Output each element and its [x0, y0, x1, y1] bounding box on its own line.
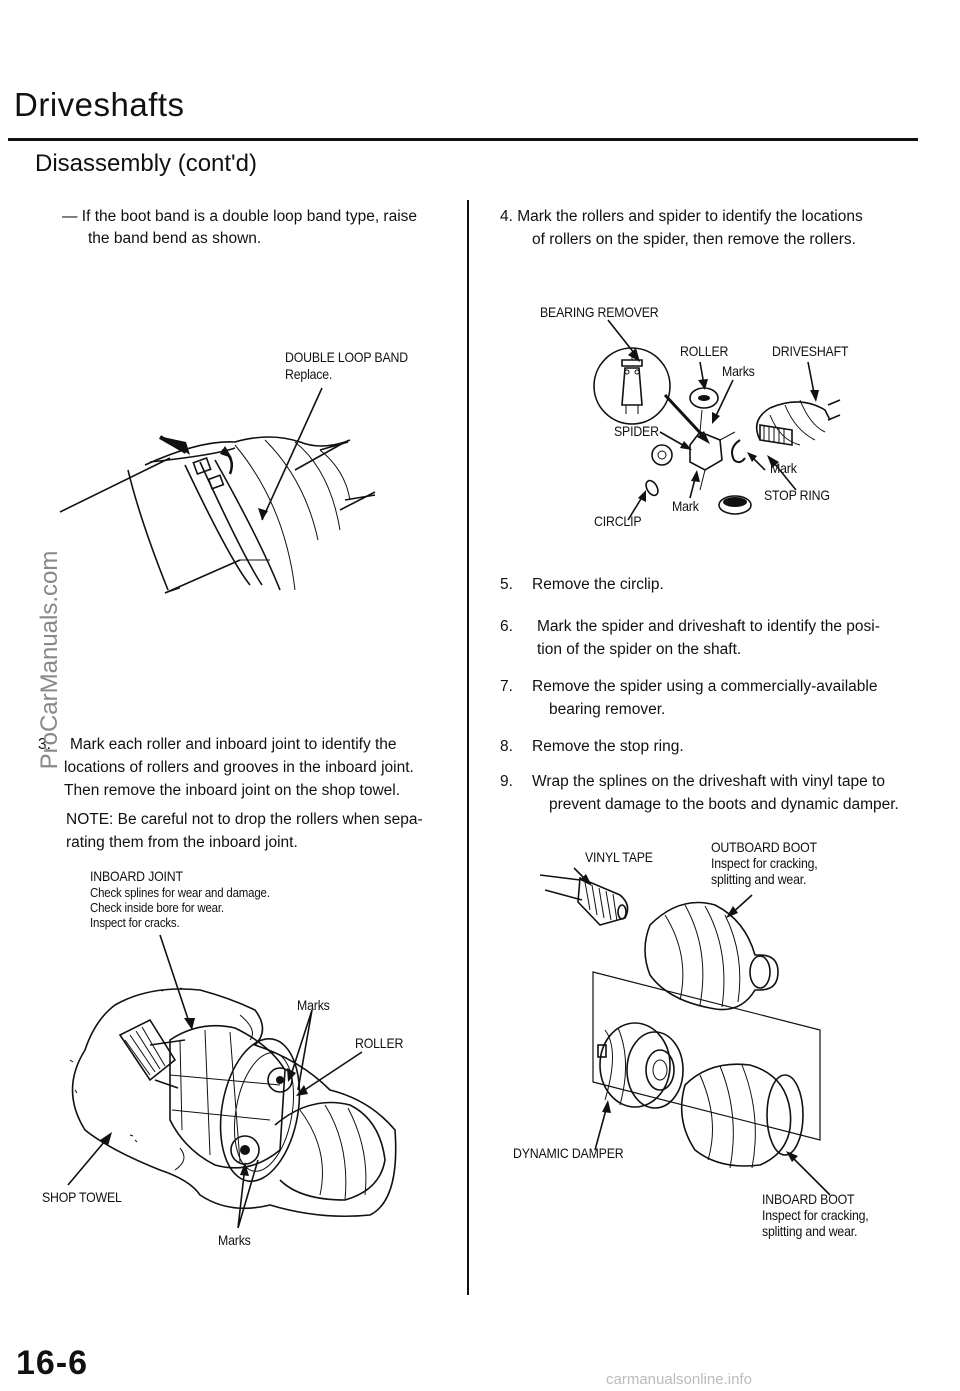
fig4-outboard-line-2: splitting and wear.	[711, 871, 807, 887]
step3-line-1: Mark each roller and inboard joint to id…	[70, 736, 397, 753]
step4-line-1: 4. Mark the rollers and spider to identi…	[500, 208, 863, 225]
note-line-2: rating them from the inboard joint.	[66, 834, 298, 851]
fig2-joint-line-1: Check splines for wear and damage.	[90, 885, 270, 900]
fig3-mark-bottom: Mark	[672, 498, 699, 514]
fig3-bearing-remover: BEARING REMOVER	[540, 304, 659, 320]
fig4-outboard-line-1: Inspect for cracking,	[711, 855, 818, 871]
step9-line-1: Wrap the splines on the driveshaft with …	[532, 773, 885, 790]
step4-line-2: of rollers on the spider, then remove th…	[532, 231, 856, 248]
spider-removal-figure	[593, 319, 841, 521]
double-loop-band-figure	[59, 387, 376, 594]
step6-number: 6.	[500, 618, 513, 635]
fig3-roller: ROLLER	[680, 343, 729, 359]
inboard-joint-figure	[67, 934, 397, 1229]
fig2-joint-line-3: Inspect for cracks.	[90, 915, 180, 930]
step7-line-2: bearing remover.	[549, 701, 666, 718]
fig4-inboard-line-1: Inspect for cracking,	[762, 1207, 869, 1223]
step8-line-1: Remove the stop ring.	[532, 738, 684, 755]
fig1-label-replace: Replace.	[285, 366, 333, 382]
footer-url[interactable]: carmanualsonline.info	[606, 1371, 752, 1388]
fig2-joint-line-2: Check inside bore for wear.	[90, 900, 224, 915]
fig2-joint-title: INBOARD JOINT	[90, 868, 183, 884]
bullet-line-1: — If the boot band is a double loop band…	[62, 208, 418, 225]
step6-line-2: tion of the spider on the shaft.	[537, 641, 742, 658]
step9-number: 9.	[500, 773, 513, 790]
fig2-marks-top: Marks	[297, 997, 330, 1013]
step5-line-1: Remove the circlip.	[532, 576, 664, 593]
bullet-line-2: the band bend as shown.	[88, 230, 262, 247]
fig4-dynamic-damper: DYNAMIC DAMPER	[513, 1145, 624, 1161]
page-title: Driveshafts	[14, 86, 185, 123]
step6-line-1: Mark the spider and driveshaft to identi…	[537, 618, 880, 635]
vinyl-tape-figure	[539, 867, 831, 1196]
fig1-label-band: DOUBLE LOOP BAND	[285, 349, 408, 365]
fig3-spider: SPIDER	[614, 423, 659, 439]
title-rule	[8, 138, 918, 141]
page-number: 16-6	[16, 1344, 89, 1382]
fig4-vinyl-tape: VINYL TAPE	[585, 849, 653, 865]
fig2-marks-bottom: Marks	[218, 1232, 251, 1248]
step3-number: 3.	[38, 736, 51, 753]
note-line-1: NOTE: Be careful not to drop the rollers…	[66, 811, 423, 828]
step8-number: 8.	[500, 738, 513, 755]
step5-number: 5.	[500, 576, 513, 593]
fig4-outboard-title: OUTBOARD BOOT	[711, 839, 817, 855]
fig4-inboard-line-2: splitting and wear.	[762, 1223, 858, 1239]
fig2-shop-towel: SHOP TOWEL	[42, 1189, 122, 1205]
fig3-driveshaft: DRIVESHAFT	[772, 343, 849, 359]
fig2-roller: ROLLER	[355, 1035, 404, 1051]
section-subtitle: Disassembly (cont'd)	[35, 150, 257, 177]
fig3-mark-right: Mark	[770, 460, 797, 476]
step3-line-3: Then remove the inboard joint on the sho…	[64, 782, 401, 799]
step3-line-2: locations of rollers and grooves in the …	[64, 759, 414, 776]
step7-number: 7.	[500, 678, 513, 695]
fig3-stop-ring: STOP RING	[764, 487, 830, 503]
fig4-inboard-title: INBOARD BOOT	[762, 1191, 855, 1207]
column-divider	[467, 200, 469, 1295]
step7-line-1: Remove the spider using a commercially-a…	[532, 678, 878, 695]
fig3-marks: Marks	[722, 363, 755, 379]
step9-line-2: prevent damage to the boots and dynamic …	[549, 796, 899, 813]
